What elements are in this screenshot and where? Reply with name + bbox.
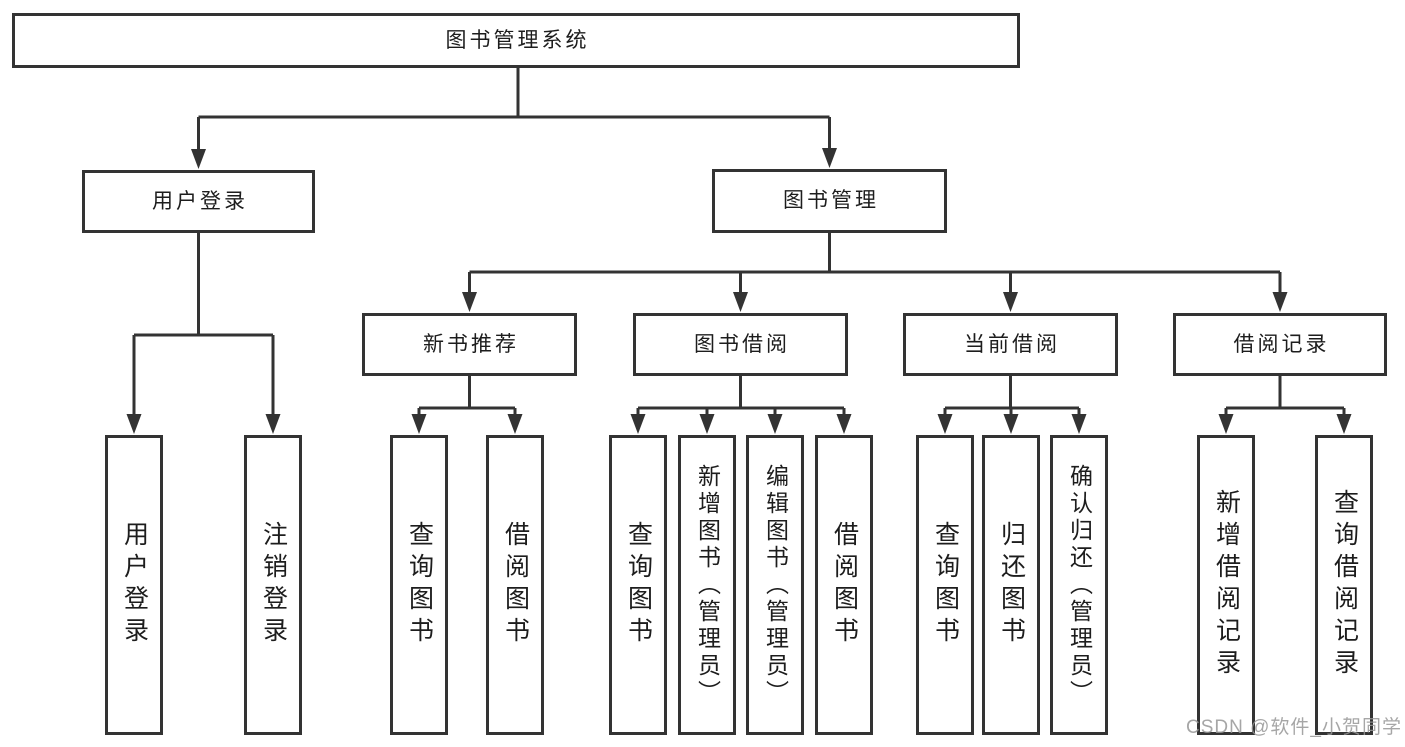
- node-label: 用户登录: [120, 521, 149, 649]
- node-label: 图书管理: [783, 189, 879, 213]
- leaf-confirm-return-admin: 确认归还（管理员）: [1050, 435, 1108, 735]
- leaf-edit-book-admin: 编辑图书（管理员）: [746, 435, 804, 735]
- node-current-borrowing: 当前借阅: [903, 313, 1118, 376]
- connector-user-login: [126, 233, 281, 434]
- node-label: 用户登录: [152, 189, 248, 213]
- node-label: 确认归还（管理员）: [1066, 463, 1093, 707]
- leaf-add-book-admin: 新增图书（管理员）: [678, 435, 736, 735]
- leaf-add-borrow-record: 新增借阅记录: [1197, 435, 1255, 735]
- node-label: 图书管理系统: [445, 28, 590, 52]
- connector-book-borrowing: [630, 376, 852, 434]
- leaf-query-borrow-record: 查询借阅记录: [1315, 435, 1373, 735]
- leaf-borrow-books: 借阅图书: [486, 435, 544, 735]
- leaf-query-books: 查询图书: [609, 435, 667, 735]
- leaf-logout-login: 注销登录: [244, 435, 302, 735]
- node-label: 当前借阅: [964, 332, 1060, 356]
- node-book-borrowing: 图书借阅: [633, 313, 848, 376]
- connector-root: [191, 68, 837, 169]
- node-label: 查询图书: [624, 521, 653, 649]
- leaf-query-books: 查询图书: [390, 435, 448, 735]
- node-user-login-module: 用户登录: [82, 170, 315, 233]
- leaf-borrow-books: 借阅图书: [815, 435, 873, 735]
- leaf-user-login: 用户登录: [105, 435, 163, 735]
- connector-borrowing-records: [1218, 376, 1352, 434]
- node-library-management-system: 图书管理系统: [12, 13, 1020, 68]
- connector-current-borrowing: [937, 376, 1087, 434]
- node-label: 注销登录: [259, 521, 288, 649]
- leaf-query-books: 查询图书: [916, 435, 974, 735]
- node-label: 编辑图书（管理员）: [762, 463, 789, 707]
- leaf-return-books: 归还图书: [982, 435, 1040, 735]
- node-label: 借阅图书: [830, 521, 859, 649]
- connector-new-book-recommendation: [411, 376, 523, 434]
- node-label: 新书推荐: [423, 332, 519, 356]
- node-label: 新增图书（管理员）: [694, 463, 721, 707]
- node-new-book-recommendation: 新书推荐: [362, 313, 577, 376]
- node-label: 查询图书: [931, 521, 960, 649]
- node-book-management: 图书管理: [712, 169, 947, 233]
- node-borrowing-records: 借阅记录: [1173, 313, 1387, 376]
- node-label: 查询图书: [405, 521, 434, 649]
- watermark: CSDN @软件_小贺同学: [1186, 717, 1402, 738]
- node-label: 新增借阅记录: [1212, 489, 1241, 681]
- connector-book-management: [462, 233, 1288, 312]
- node-label: 查询借阅记录: [1330, 489, 1359, 681]
- node-label: 归还图书: [997, 521, 1026, 649]
- node-label: 借阅图书: [501, 521, 530, 649]
- node-label: 图书借阅: [694, 332, 790, 356]
- node-label: 借阅记录: [1233, 332, 1330, 356]
